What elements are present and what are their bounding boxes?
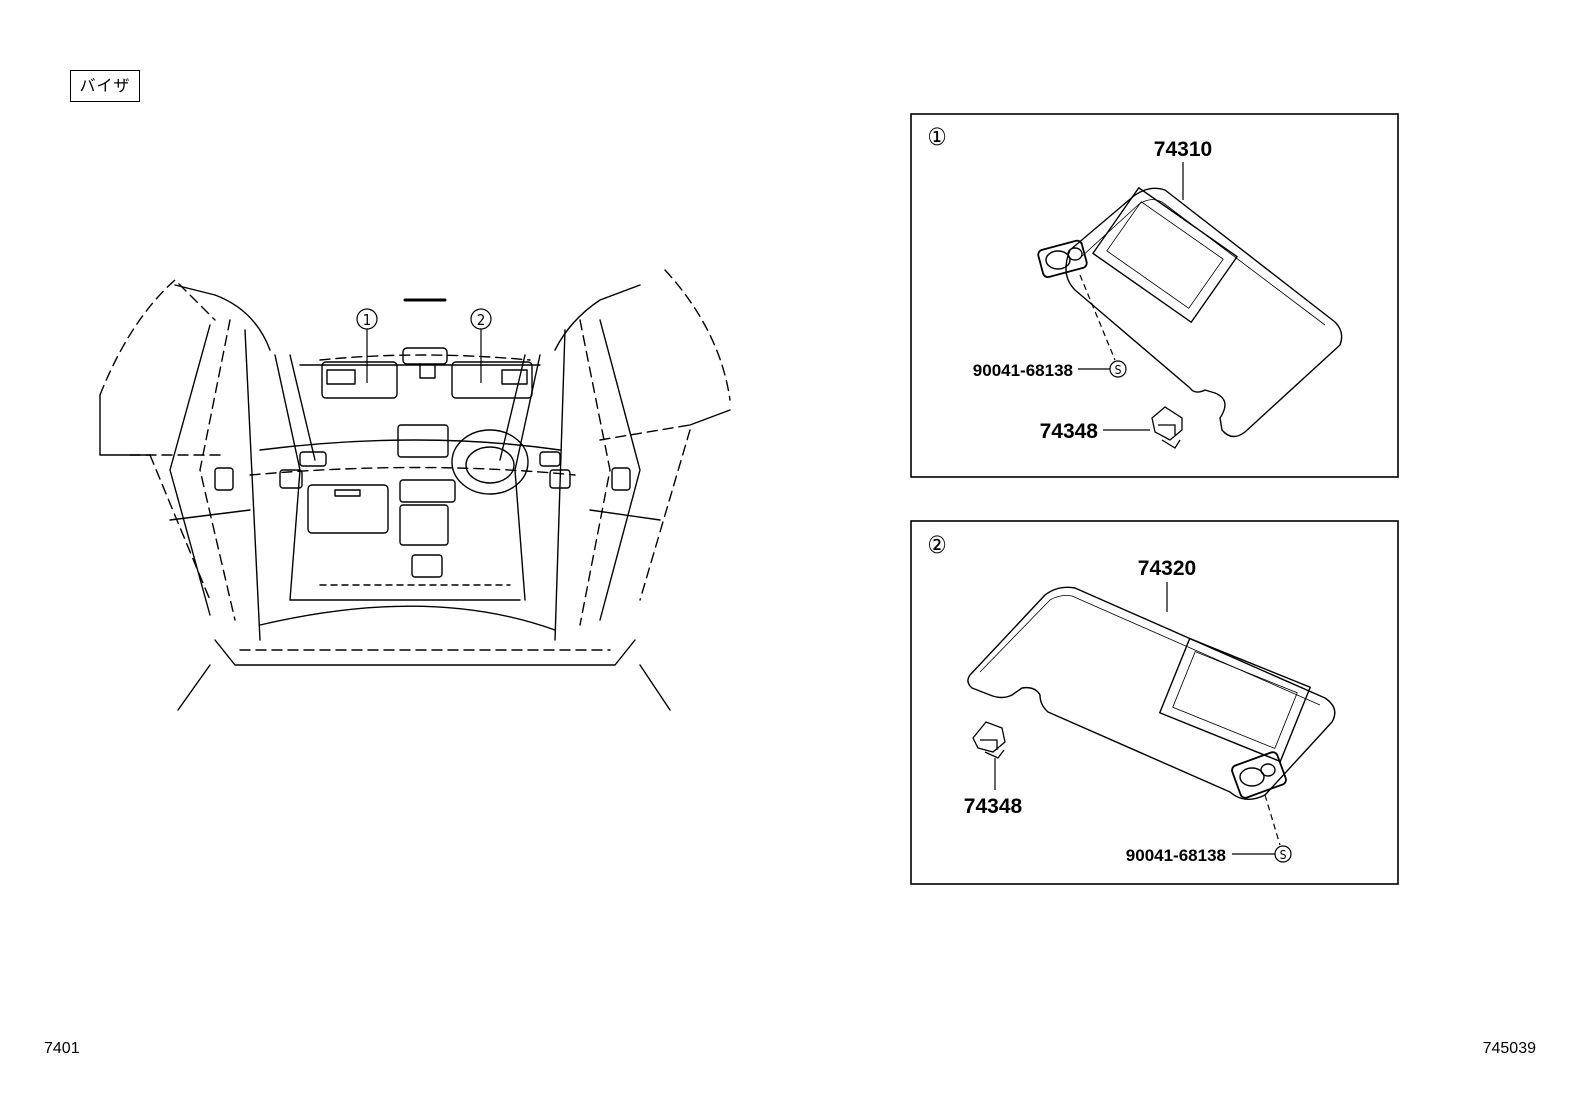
footer-left-code: 7401 xyxy=(44,1040,80,1057)
panel-2-main-part: 74320 xyxy=(1138,557,1196,580)
callout-2: 1 xyxy=(356,308,378,383)
panel-1-clip-part: 74348 xyxy=(1040,420,1099,443)
vehicle-interior-overview xyxy=(99,269,731,711)
panel-1-marker: ① xyxy=(927,123,946,151)
panel-2-marker: ② xyxy=(927,531,946,559)
callout-1: 2 xyxy=(470,308,492,383)
panel-2-screw-symbol: S xyxy=(1280,848,1287,862)
footer-right-code: 745039 xyxy=(1482,1040,1536,1057)
panel-1-screw-part: 90041-68138 xyxy=(973,361,1073,380)
detail-panel-1: ① 74310 S 90041-68138 xyxy=(910,113,1399,478)
panel-1-main-part: 74310 xyxy=(1154,138,1212,161)
panel-2-screw-part: 90041-68138 xyxy=(1126,846,1226,865)
detail-panel-2: ② 74320 S 90041-68138 xyxy=(910,520,1399,885)
sun-visor-right xyxy=(1037,187,1343,438)
sun-visor-left xyxy=(967,586,1336,800)
clip-74348-panel-1 xyxy=(1151,406,1183,449)
panel-1-screw-symbol: S xyxy=(1115,363,1122,377)
callout-2-label: 1 xyxy=(363,311,372,329)
callout-1-label: 2 xyxy=(477,311,486,329)
section-label: バイザ xyxy=(70,70,140,102)
clip-74348-panel-2 xyxy=(972,721,1006,759)
panel-2-clip-part: 74348 xyxy=(964,795,1023,818)
